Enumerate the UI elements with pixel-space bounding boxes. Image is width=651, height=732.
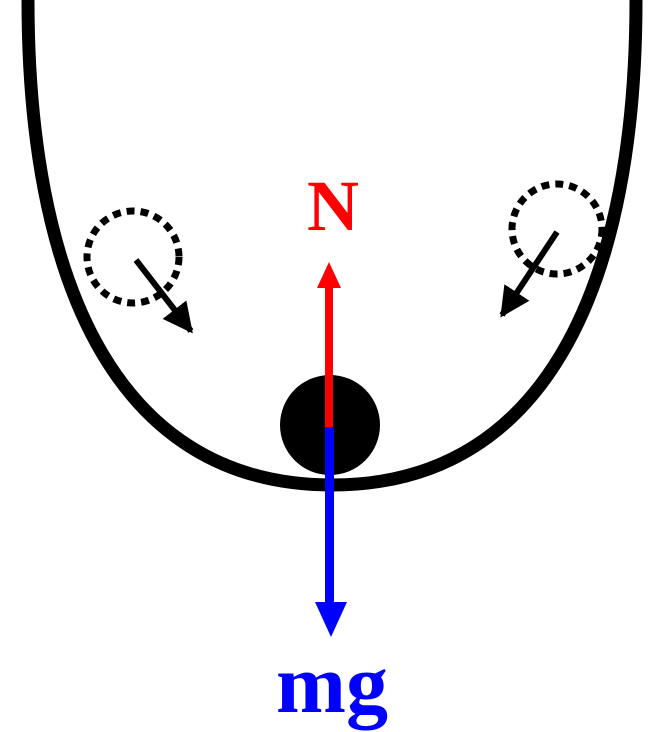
right-ghost-ball-group (499, 180, 606, 318)
left-ghost-ball-group (83, 207, 194, 334)
normal-force-label: N (307, 166, 359, 246)
right-ghost-ball (508, 180, 606, 278)
normal-force-arrow (317, 262, 341, 428)
weight-force-label: mg (276, 638, 388, 731)
left-ghost-ball (83, 207, 183, 307)
left-motion-arrow (133, 258, 194, 334)
right-motion-arrow (499, 230, 560, 318)
weight-force-arrow (315, 427, 347, 637)
